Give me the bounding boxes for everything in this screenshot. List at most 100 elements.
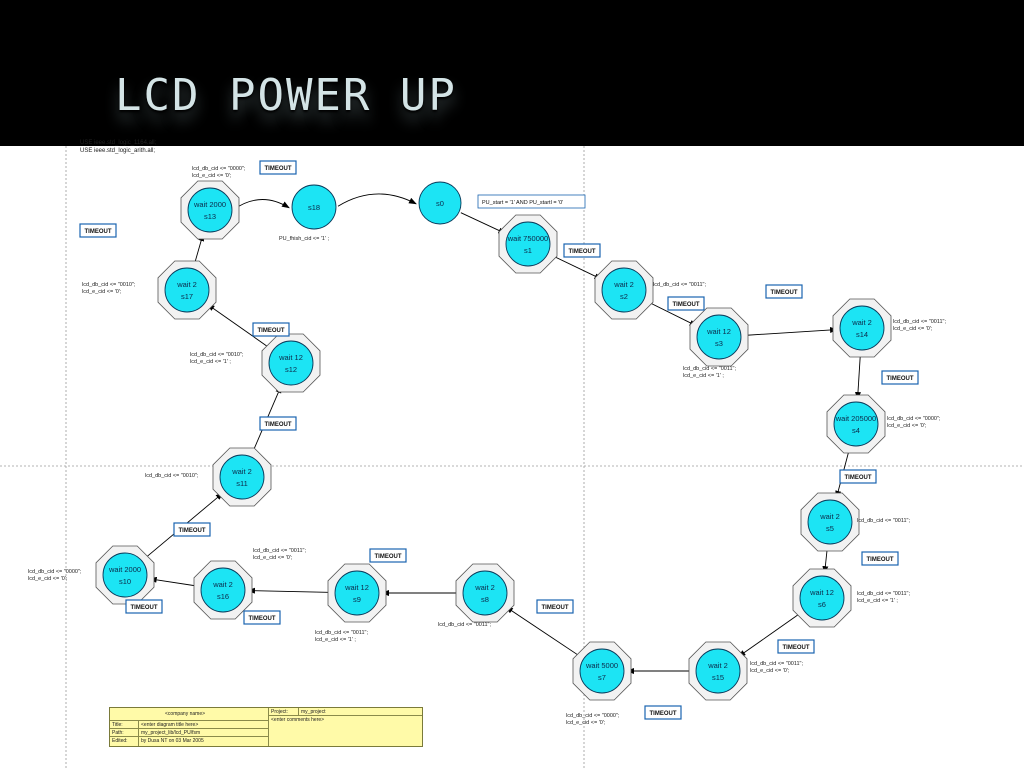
state-action-label: wait 2 — [212, 580, 233, 589]
state-name-label: s1 — [524, 246, 532, 255]
state-circle — [334, 570, 380, 616]
state-action-label: wait 2 — [851, 318, 872, 327]
state-action-label: wait 2 — [231, 467, 252, 476]
state-action-label: wait 750000 — [507, 234, 548, 243]
timeout-label: TIMEOUT — [563, 243, 601, 258]
action-text: lcd_e_cid <= '1' ; — [190, 359, 231, 365]
svg-text:TIMEOUT: TIMEOUT — [249, 616, 276, 622]
state-s8: wait 2s8 — [455, 563, 515, 623]
svg-text:TIMEOUT: TIMEOUT — [569, 249, 596, 255]
title-value: <enter diagram title here> — [141, 722, 199, 728]
transition-s7-s8 — [504, 606, 583, 659]
state-name-label: s11 — [236, 479, 248, 488]
slide-title: LCD POWER UP — [115, 70, 457, 121]
action-text: lcd_db_cid <= "0011"; — [438, 622, 492, 628]
transition-s6-s15 — [737, 611, 803, 658]
state-action-label: wait 2000 — [193, 200, 226, 209]
svg-text:TIMEOUT: TIMEOUT — [179, 528, 206, 534]
transition-s0-s1 — [460, 212, 507, 234]
action-text: lcd_e_cid <= '0'; — [893, 326, 933, 332]
state-circle — [268, 340, 314, 386]
state-s7: wait 5000 s7 — [572, 641, 632, 701]
state-name-label: s18 — [308, 203, 320, 212]
svg-text:TIMEOUT: TIMEOUT — [673, 302, 700, 308]
action-text: PU_fhish_cid <= '1' ; — [279, 236, 330, 242]
state-action-label: wait 2 — [819, 512, 840, 521]
page-grid — [0, 146, 1024, 768]
state-action-label: wait 2 — [474, 583, 495, 592]
action-text: lcd_db_cid <= "0011"; — [893, 319, 947, 325]
action-text: lcd_e_cid <= '0'; — [887, 423, 927, 429]
transition-s18-s0 — [337, 193, 417, 207]
condition-box — [477, 194, 586, 209]
svg-text:TIMEOUT: TIMEOUT — [887, 376, 914, 382]
state-name-label: s7 — [598, 673, 606, 682]
state-circle — [164, 267, 210, 313]
transition-s13-s18 — [233, 199, 290, 210]
state-s1: wait 750000 s1 — [498, 214, 558, 274]
timeout-label: TIMEOUT — [243, 610, 281, 625]
state-name-label: s14 — [856, 330, 868, 339]
project-label: Project: — [271, 709, 288, 715]
svg-text:TIMEOUT: TIMEOUT — [867, 557, 894, 563]
timeout-label: TIMEOUT — [79, 223, 117, 238]
svg-text:TIMEOUT: TIMEOUT — [85, 229, 112, 235]
transition-s16-s10 — [148, 576, 200, 587]
transition-condition: PU_start = '1' AND PU_startl = '0' — [477, 194, 586, 209]
action-text: lcd_db_cid <= "0010"; — [190, 352, 244, 358]
action-text: lcd_db_cid <= "0011"; — [653, 282, 707, 288]
project-value: my_project — [301, 709, 326, 715]
timeout-label: TIMEOUT — [861, 551, 899, 566]
state-circle — [833, 401, 879, 447]
svg-text:TIMEOUT: TIMEOUT — [131, 605, 158, 611]
state-action-label: wait 2 — [613, 280, 634, 289]
state-name-label: s4 — [852, 426, 860, 435]
edited-value: by Dusa NT on 03 Mar 2005 — [141, 738, 204, 744]
state-name-label: s10 — [119, 577, 131, 586]
state-s2: wait 2s2 — [594, 260, 654, 320]
state-name-label: s6 — [818, 600, 826, 609]
state-s11: wait 2 s11 — [212, 447, 272, 507]
state-circle — [839, 305, 885, 351]
slide-title-bar — [0, 0, 1024, 146]
action-text: lcd_e_cid <= '1' ; — [315, 637, 356, 643]
state-action-label: wait 205000 — [835, 414, 876, 423]
svg-text:TIMEOUT: TIMEOUT — [650, 711, 677, 717]
timeout-label: TIMEOUT — [839, 469, 877, 484]
svg-text:TIMEOUT: TIMEOUT — [771, 290, 798, 296]
svg-text:TIMEOUT: TIMEOUT — [845, 475, 872, 481]
state-circle — [695, 648, 741, 694]
action-text: lcd_db_cid <= "0000"; — [887, 416, 941, 422]
title-block: <company name> Title: <enter diagram tit… — [109, 707, 423, 747]
state-circle — [601, 267, 647, 313]
action-text: lcd_e_cid <= '0'; — [253, 555, 293, 561]
state-s4: wait 205000 s4 — [826, 394, 886, 454]
timeout-label: TIMEOUT — [536, 599, 574, 614]
action-text: lcd_db_cid <= "0000"; — [28, 569, 82, 575]
timeout-label: TIMEOUT — [252, 322, 290, 337]
comments: <enter comments here> — [271, 717, 325, 723]
timeout-label: TIMEOUT — [369, 548, 407, 563]
action-text: lcd_db_cid <= "0011"; — [253, 548, 307, 554]
timeout-label: TIMEOUT — [644, 705, 682, 720]
state-circle — [418, 181, 462, 225]
action-text: lcd_e_cid <= '0'; — [192, 173, 232, 179]
state-name-label: s15 — [712, 673, 724, 682]
svg-text:TIMEOUT: TIMEOUT — [375, 554, 402, 560]
action-text: lcd_e_cid <= '0'; — [82, 289, 122, 295]
state-circle — [505, 221, 551, 267]
transition-s2-s3 — [645, 300, 698, 327]
state-circle — [291, 184, 337, 230]
state-action-label: wait 5000 — [585, 661, 618, 670]
action-text: lcd_db_cid <= "0000"; — [192, 166, 246, 172]
svg-text:TIMEOUT: TIMEOUT — [265, 422, 292, 428]
